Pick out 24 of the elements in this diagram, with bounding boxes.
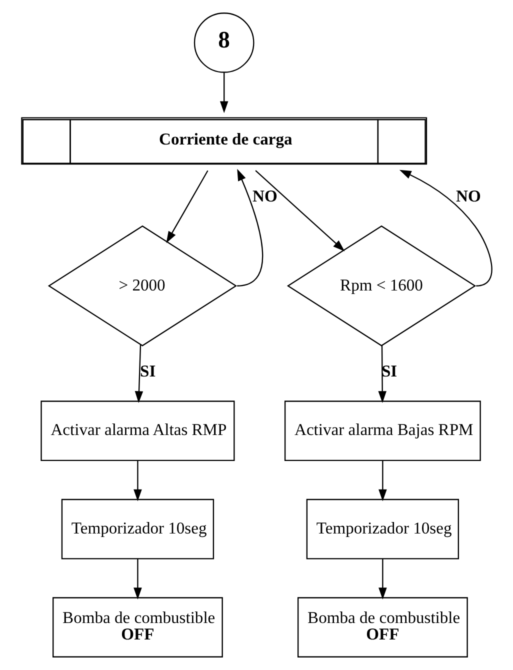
arrow: [378, 460, 386, 502]
node-diamond: Rpm < 1600: [286, 225, 476, 346]
arrow: [219, 72, 228, 114]
node-box: Bomba de combustible OFF: [296, 597, 468, 658]
arrow: [398, 170, 492, 286]
node-diamond: > 2000: [47, 225, 237, 346]
arrow: [378, 559, 386, 600]
arrow: [254, 170, 344, 252]
arrow: [133, 559, 142, 600]
edge-label: NO: [252, 186, 277, 206]
arrow: [134, 344, 143, 404]
node-box: Bomba de combustible OFF: [52, 597, 222, 658]
node-box: Activar alarma Bajas RPM: [284, 400, 480, 462]
node-box: Temporizador 10seg: [306, 498, 459, 560]
arrow: [166, 170, 208, 244]
node-box: Activar alarma Altas RMP: [40, 400, 234, 462]
edge-label: SI: [140, 362, 156, 381]
node-circle: 8: [193, 12, 254, 73]
edge-label: SI: [380, 362, 397, 381]
node-box: Temporizador 10seg: [60, 498, 214, 560]
arrow: [236, 168, 263, 286]
edge-label: NO: [456, 186, 480, 206]
arrow: [378, 345, 386, 403]
arrow: [133, 460, 142, 502]
